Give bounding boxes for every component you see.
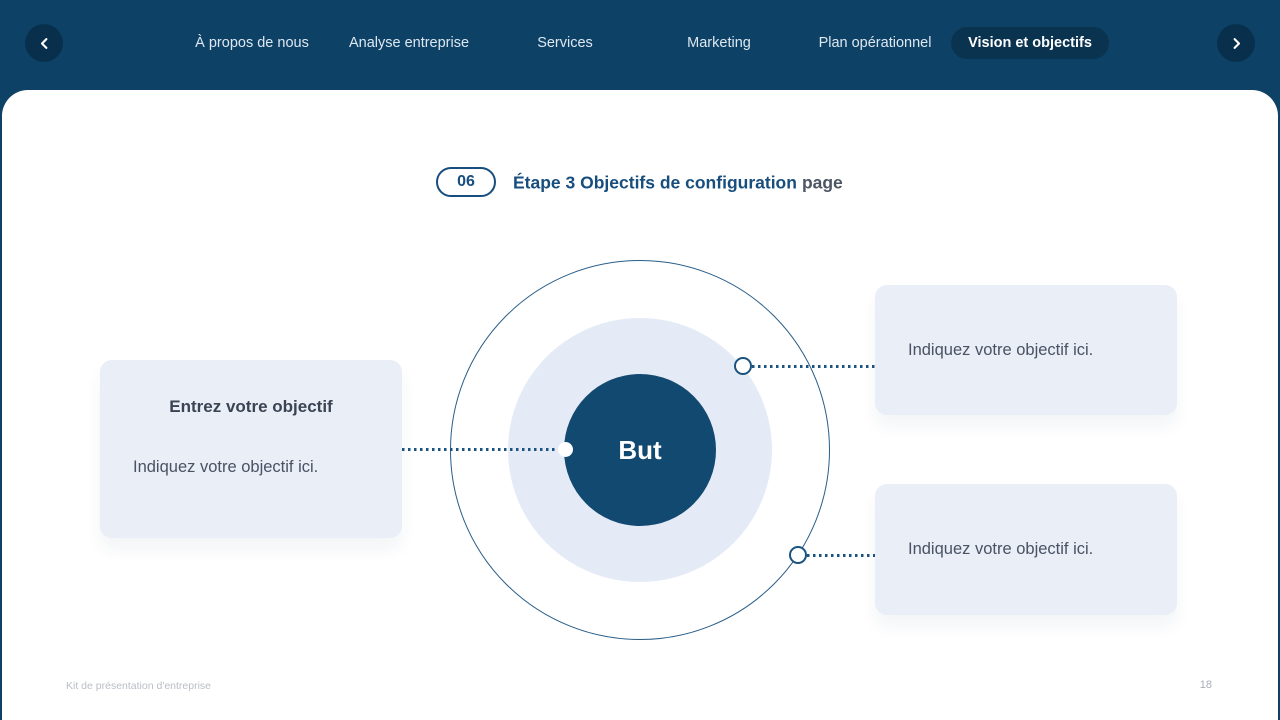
next-slide-button[interactable] bbox=[1217, 24, 1255, 62]
nav-item-a-propos-de-nous[interactable]: À propos de nous bbox=[195, 35, 309, 51]
objective-card-bottom-right[interactable]: Indiquez votre objectif ici. bbox=[875, 484, 1177, 615]
page-title-main: Étape 3 Objectifs de configuration bbox=[513, 172, 797, 193]
nav-item-analyse-entreprise[interactable]: Analyse entreprise bbox=[348, 35, 470, 51]
step-number-badge: 06 bbox=[436, 167, 496, 197]
goal-center-label: But bbox=[618, 434, 662, 465]
chevron-right-icon bbox=[1229, 36, 1244, 51]
objective-card-left-body: Indiquez votre objectif ici. bbox=[133, 458, 319, 476]
nav-item-plan-operationnel[interactable]: Plan opérationnel bbox=[818, 35, 932, 51]
objective-card-top-right[interactable]: Indiquez votre objectif ici. bbox=[875, 285, 1177, 415]
document-title: Kit de présentation d'entreprise bbox=[66, 680, 212, 692]
top-navigation: À propos de nous Analyse entreprise Serv… bbox=[0, 0, 1280, 90]
connector-node-top-right bbox=[734, 357, 752, 375]
objective-card-bottom-right-body: Indiquez votre objectif ici. bbox=[908, 540, 1094, 558]
goal-center-circle[interactable]: But bbox=[564, 374, 716, 526]
connector-node-bottom-right bbox=[789, 546, 807, 564]
nav-item-marketing[interactable]: Marketing bbox=[687, 35, 751, 51]
page-number: 18 bbox=[1199, 679, 1212, 691]
previous-slide-button[interactable] bbox=[25, 24, 63, 62]
nav-item-services[interactable]: Services bbox=[537, 35, 593, 51]
objective-card-left-title: Entrez votre objectif bbox=[169, 397, 333, 416]
connector-line-left bbox=[402, 448, 558, 451]
connector-line-top-right bbox=[752, 365, 876, 368]
page-title-suffix: page bbox=[801, 172, 843, 193]
connector-node-left bbox=[558, 442, 573, 457]
objective-card-top-right-body: Indiquez votre objectif ici. bbox=[908, 340, 1094, 359]
objective-card-left[interactable]: Entrez votre objectif Indiquez votre obj… bbox=[100, 360, 402, 538]
chevron-left-icon bbox=[37, 36, 52, 51]
nav-item-vision-et-objectifs[interactable]: Vision et objectifs bbox=[951, 27, 1109, 59]
connector-line-bottom-right bbox=[807, 554, 876, 557]
